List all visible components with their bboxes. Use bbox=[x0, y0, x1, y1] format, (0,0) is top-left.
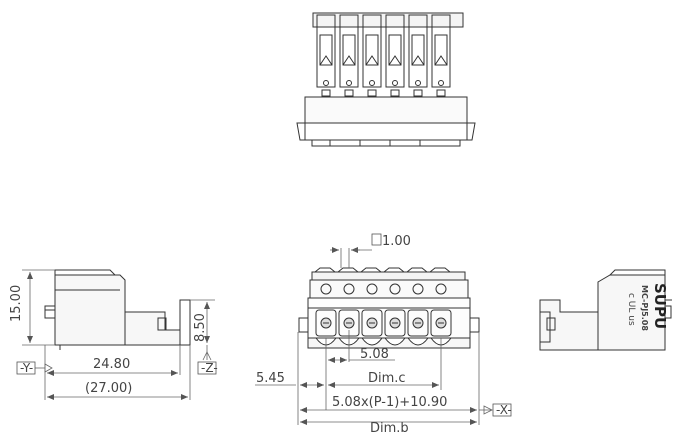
top-view-pin-cavities bbox=[316, 14, 451, 97]
front-view-dimensions bbox=[255, 247, 493, 425]
datum-z-label: -Z- bbox=[201, 361, 218, 375]
dim-offset-5-45: 5.45 bbox=[256, 371, 285, 386]
dim-height-15: 15.00 bbox=[9, 285, 24, 322]
dim-c-label: Dim.c bbox=[368, 371, 406, 386]
datum-y-text: Y bbox=[22, 361, 31, 375]
dim-depth-24-80: 24.80 bbox=[93, 357, 130, 372]
left-side-view bbox=[44, 269, 191, 350]
front-view bbox=[298, 267, 480, 349]
datum-z-box bbox=[197, 361, 217, 375]
left-view-dimensions bbox=[22, 269, 215, 400]
datum-x-label: -X- bbox=[496, 403, 512, 417]
product-marking: SUPU MC-PJ5.08 c UL us bbox=[626, 283, 669, 331]
front-view-pin-openings bbox=[315, 309, 452, 337]
model-number: MC-PJ5.08 bbox=[640, 285, 649, 331]
dim-depth-27-00: (27.00) bbox=[85, 381, 132, 396]
tolerance-box bbox=[371, 233, 382, 246]
dim-formula: 5.08x(P-1)+10.90 bbox=[332, 395, 447, 410]
right-side-view bbox=[539, 269, 672, 351]
ul-cert-mark: c UL us bbox=[626, 293, 636, 326]
datum-y-box bbox=[16, 361, 36, 375]
datum-y-label: -Y- bbox=[20, 361, 33, 375]
datum-x-text: X bbox=[500, 403, 508, 417]
dim-tolerance-1-00: 1.00 bbox=[382, 234, 411, 249]
datum-x-box bbox=[492, 403, 512, 417]
brand-logo: SUPU bbox=[651, 283, 669, 329]
top-view bbox=[296, 12, 476, 147]
dim-pin-height-8-50: 8.50 bbox=[193, 313, 208, 342]
dim-pitch-5-08: 5.08 bbox=[360, 347, 389, 362]
datum-z-text: Z bbox=[205, 361, 213, 375]
dim-b-label: Dim.b bbox=[370, 421, 409, 436]
front-view-screw-tops bbox=[320, 283, 447, 295]
